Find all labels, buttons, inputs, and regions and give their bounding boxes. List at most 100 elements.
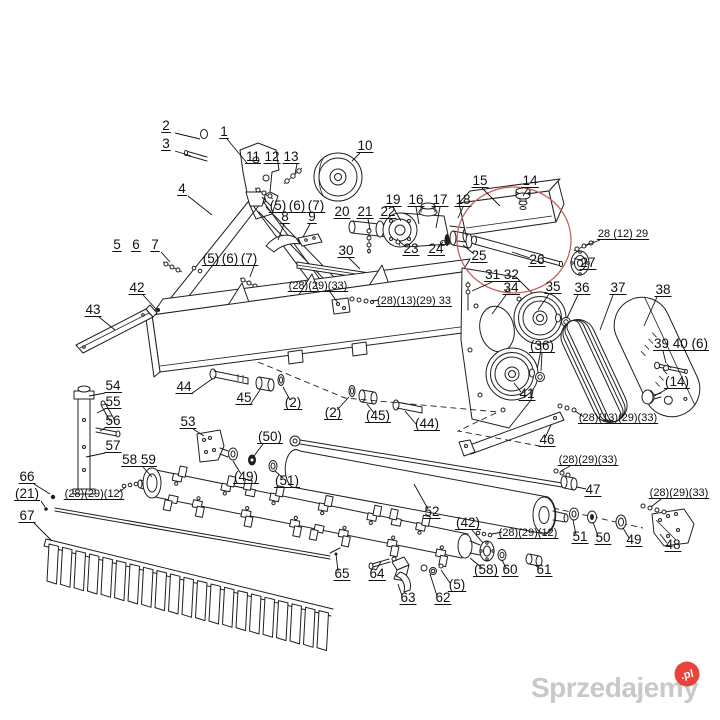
side-plate-right-shape (516, 296, 522, 302)
side-plate-right-shape (465, 282, 471, 288)
rear-roller-assembly-shape (538, 506, 550, 524)
comb-tooth (208, 583, 221, 625)
plate-9 (297, 233, 323, 247)
loose-flail-parts-shape (395, 571, 411, 593)
bolt-set-28-29-33-far-right (640, 503, 667, 515)
tie-rod-47-shape (299, 443, 563, 488)
belt-cover-38-shape-shape (662, 369, 668, 375)
part-label-4: 4 (178, 181, 186, 196)
label-leader-line (415, 206, 420, 225)
label-leader-line (566, 294, 579, 319)
comb-tooth (235, 590, 248, 632)
rotor-drive-shaft (444, 230, 595, 276)
parking-stand-shape (100, 400, 106, 406)
label-leader-line (261, 196, 272, 207)
label-leader-line (174, 150, 192, 157)
support-arm-46-shape (466, 411, 561, 447)
bolt-set-center-shape (363, 298, 369, 304)
loose-flail-parts-shape (430, 568, 436, 574)
key-nut-36-lower (529, 368, 545, 382)
flail-rotor-assembly-shape (146, 473, 158, 493)
bushing-45-right-shape (358, 389, 366, 403)
belt-cover-38-shape-shape (613, 296, 701, 418)
label-leader-line (572, 519, 577, 536)
part-label-47: 47 (585, 482, 600, 497)
part-label-45: 45 (236, 390, 251, 405)
watermark: Sprzedajemy .pl (531, 661, 700, 703)
bushing-45-shape (258, 376, 272, 380)
flail-rotor-assembly-shape (137, 479, 143, 489)
loose-flail-parts-shape (372, 561, 391, 568)
bearing-flange-42-shape (483, 545, 491, 557)
middle-hardware-shape (270, 462, 276, 470)
parking-stand-shape (100, 404, 111, 422)
main-housing-shape (351, 341, 368, 357)
label-leader-line (375, 561, 382, 571)
rotor-drive-shaft-shape (452, 230, 470, 235)
belt-37-shape (566, 320, 622, 422)
middle-hardware-shape (279, 376, 283, 384)
part-label-21: 21 (357, 204, 372, 219)
washer-51 (569, 507, 579, 521)
flail-pin (271, 501, 276, 506)
main-housing-shape (159, 325, 469, 367)
part-label-6: (6) (289, 198, 306, 213)
bolt-set-5-6-7-top-shape (261, 190, 267, 196)
part-label-26: 26 (529, 252, 544, 267)
label-leader-line (544, 424, 552, 439)
label-leader-line (560, 465, 571, 472)
part-label-53: 53 (180, 414, 195, 429)
part-label-28-12-29: 28 (12) 29 (598, 228, 648, 240)
label-leader-line (253, 443, 264, 457)
bearing-flange-42-shape (479, 549, 483, 553)
bolt-set-5-6-7-left (162, 261, 203, 274)
label-leader-line (435, 206, 441, 229)
part-label-7: (7) (241, 251, 258, 266)
cap-14-right-shape (641, 389, 655, 405)
label-leader-line (367, 218, 371, 230)
bracket-48-shape (658, 518, 662, 522)
bushing-45-right-shape (361, 389, 375, 393)
bolt-set-28-13-29-33-right (557, 403, 577, 413)
skid-43-shape (82, 345, 86, 349)
bracket-53-shape (202, 438, 206, 442)
flail-rotor-assembly (121, 465, 543, 593)
part-label-28-29-33: (28)(29)(33) (289, 280, 348, 292)
part-label-62: 62 (435, 590, 450, 605)
part-label-34: 34 (503, 280, 519, 295)
bolt-set-28-29-12-left (121, 481, 139, 489)
label-leader-line (440, 569, 451, 584)
loose-flail-parts-shape (371, 558, 390, 565)
pulley-35-shape (518, 296, 562, 340)
label-leader-line (511, 251, 531, 259)
part-label-5: (5) (449, 577, 466, 592)
comb-tooth (154, 570, 167, 612)
gearbox-shape (394, 224, 406, 236)
bolt-set-28-29-12-right (475, 530, 493, 538)
bolt-39-40-shape (684, 369, 688, 374)
part-label-64: 64 (369, 566, 385, 581)
part-label-28-29-12: (28)(29)(12) (499, 527, 558, 539)
belt-cover-38-shape-shape (655, 381, 661, 387)
bolt-set-11-12-13-shape (290, 173, 296, 179)
part-label-57: 57 (105, 438, 120, 453)
label-leader-line (413, 483, 429, 510)
flail-pin (320, 510, 325, 516)
bolt-set-28-29-33-far-right-shape (654, 507, 660, 513)
key-nut-36-shape (555, 313, 561, 323)
support-arm-46-shape (470, 419, 565, 455)
part-label-35: 35 (545, 279, 560, 294)
bolt-set-5-6-7-top (254, 187, 274, 200)
part-label-6: (6) (222, 251, 239, 266)
label-leader-line (348, 257, 361, 270)
part-label-10: 10 (357, 138, 372, 153)
label-leader-line (174, 132, 201, 140)
bearing-flange-42-shape (485, 557, 489, 561)
label-leader-line (187, 195, 213, 216)
rotor-drive-shaft-shape (473, 235, 544, 256)
three-point-hitch-assembly-shape (304, 238, 308, 242)
parking-stand-shape (95, 427, 118, 433)
roller-52 (284, 449, 557, 535)
pin-65 (329, 547, 341, 554)
flail-pin (439, 545, 444, 550)
